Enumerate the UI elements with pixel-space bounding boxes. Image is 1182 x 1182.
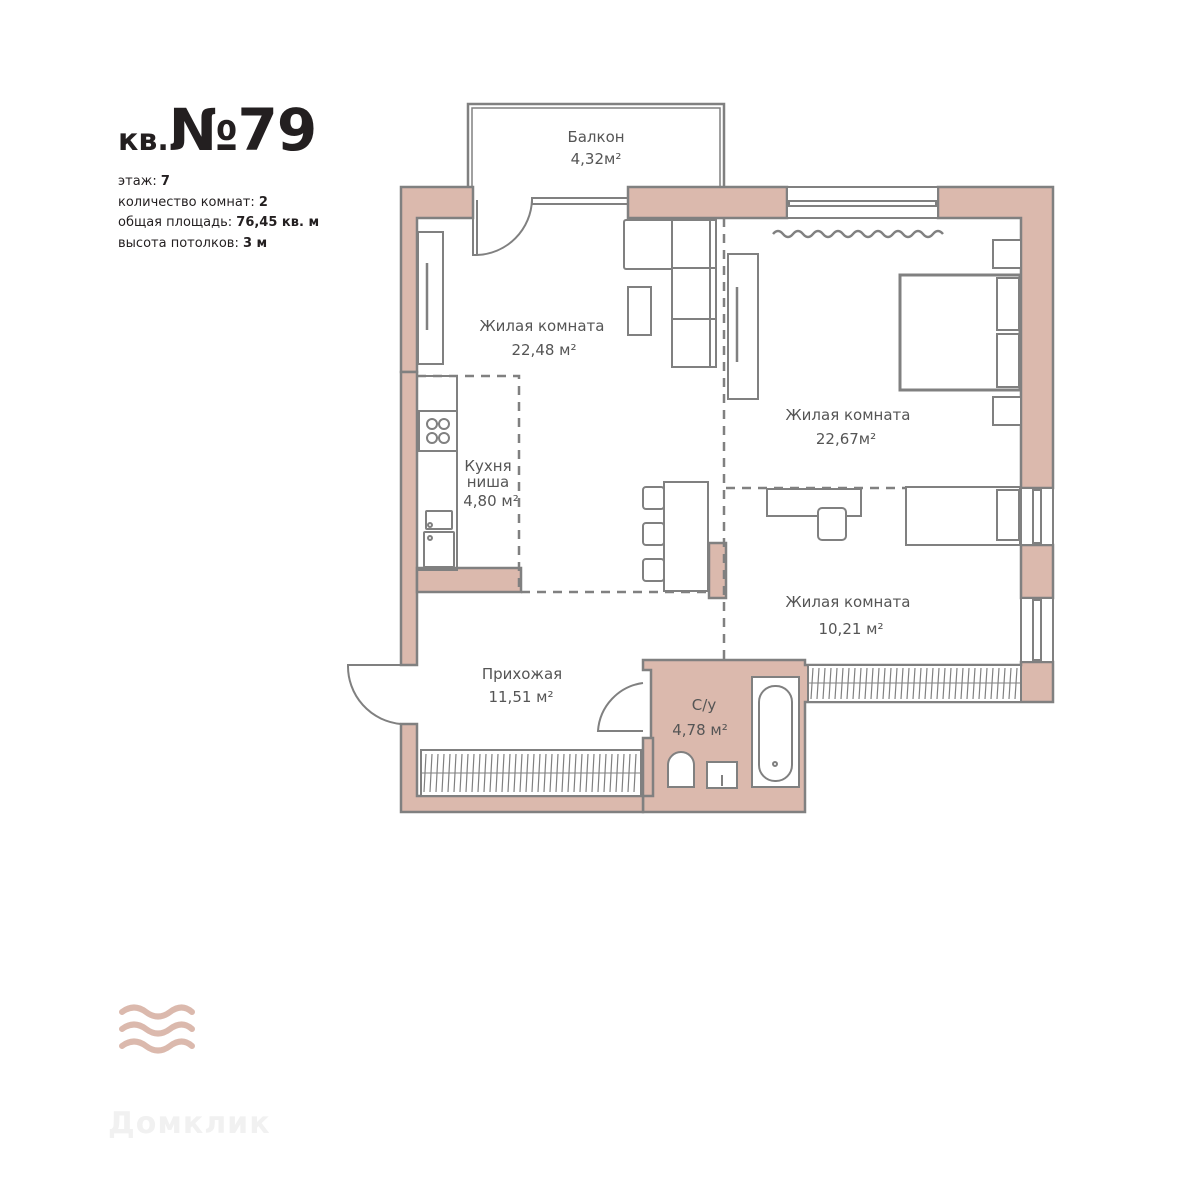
tv-unit xyxy=(727,253,759,400)
double-bed xyxy=(898,239,1022,426)
coffee-table xyxy=(627,286,652,336)
info-floor: этаж: 7 xyxy=(118,174,170,189)
sofa xyxy=(623,219,717,368)
bar-counter xyxy=(663,481,709,592)
chair xyxy=(817,507,847,541)
windows xyxy=(531,186,1054,663)
stool xyxy=(642,558,665,582)
kitchen-subname: ниша xyxy=(467,473,509,491)
single-bed xyxy=(905,486,1021,546)
living3-name: Жилая комната xyxy=(786,593,911,611)
kitchen-name: Кухня xyxy=(464,457,511,475)
kitchen-area: 4,80 м² xyxy=(463,492,519,510)
waves-logo-icon xyxy=(119,1004,195,1054)
living1-area: 22,48 м² xyxy=(511,341,576,359)
wardrobe xyxy=(417,231,444,365)
bathroom-area: 4,78 м² xyxy=(672,721,728,739)
living2-area: 22,67м² xyxy=(816,430,876,448)
living3-area: 10,21 м² xyxy=(818,620,883,638)
toilet xyxy=(667,751,695,788)
apartment-info: этаж: 7 количество комнат: 2 общая площа… xyxy=(118,172,319,254)
furniture xyxy=(416,219,1022,789)
balcony-outline xyxy=(466,102,726,188)
balcony-name: Балкон xyxy=(567,128,624,146)
living1-name: Жилая комната xyxy=(480,317,605,335)
balcony-area: 4,32м² xyxy=(571,150,622,168)
hallway-name: Прихожая xyxy=(482,665,562,683)
doors xyxy=(346,199,644,732)
stool xyxy=(642,486,665,510)
stool xyxy=(642,522,665,546)
info-ceiling: высота потолков: 3 м xyxy=(118,235,268,251)
info-area: общая площадь: 76,45 кв. м xyxy=(118,215,320,230)
curtain-icon xyxy=(772,229,944,239)
info-rooms: количество комнат: 2 xyxy=(118,194,268,210)
apartment-title: кв.№79 xyxy=(118,96,317,164)
kitchen-counter xyxy=(416,375,458,571)
living2-name: Жилая комната xyxy=(786,406,911,424)
domclick-watermark: Домклик xyxy=(108,1106,271,1141)
apartment-number: №79 xyxy=(168,96,317,164)
closet-hatch xyxy=(423,667,1018,793)
apartment-prefix: кв. xyxy=(118,123,169,158)
hallway-area: 11,51 м² xyxy=(488,688,553,706)
room-labels: Балкон 4,32м² Жилая комната 22,48 м² Жил… xyxy=(463,128,910,739)
bathroom-name: С/у xyxy=(692,696,717,714)
